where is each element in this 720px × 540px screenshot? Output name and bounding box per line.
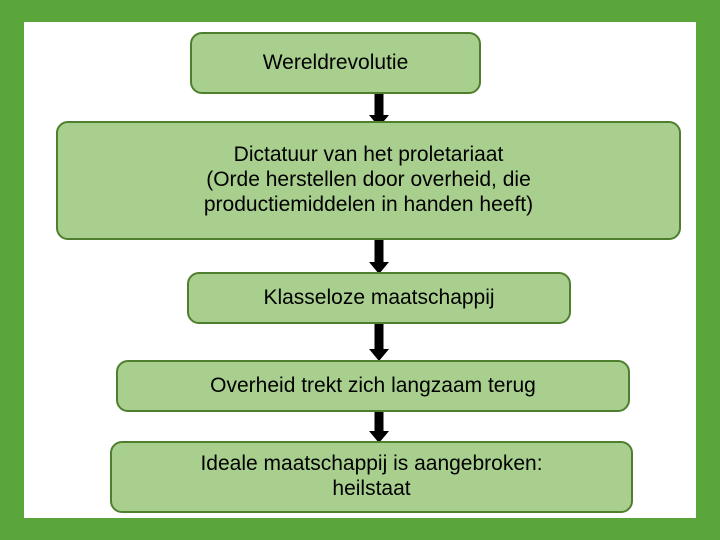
border-right	[696, 0, 720, 540]
flow-node-2-line2: (Orde herstellen door overheid, die	[206, 168, 531, 192]
flow-arrow-4	[369, 412, 389, 444]
flow-node-klasseloze-maatschappij[interactable]: Klasseloze maatschappij	[187, 272, 571, 324]
border-left	[0, 0, 24, 540]
border-top	[0, 0, 720, 22]
flow-node-dictatuur[interactable]: Dictatuur van het proletariaat (Orde her…	[56, 121, 681, 240]
border-bottom	[0, 518, 720, 540]
flow-node-2-line1: Dictatuur van het proletariaat	[233, 143, 504, 167]
flow-node-3-label: Klasseloze maatschappij	[263, 285, 495, 309]
flow-node-ideale-maatschappij[interactable]: Ideale maatschappij is aangebroken: heil…	[110, 441, 633, 513]
flow-node-5-line1: Ideale maatschappij is aangebroken:	[200, 452, 543, 476]
flow-node-overheid-trekt-terug[interactable]: Overheid trekt zich langzaam terug	[116, 360, 630, 412]
flow-arrow-3	[369, 324, 389, 362]
flowchart: Wereldrevolutie Dictatuur van het prolet…	[24, 22, 696, 518]
flow-node-4-label: Overheid trekt zich langzaam terug	[210, 373, 536, 397]
flow-node-wereldrevolutie[interactable]: Wereldrevolutie	[190, 32, 481, 94]
flow-node-1-label: Wereldrevolutie	[262, 50, 409, 74]
flow-node-5-line2: heilstaat	[332, 477, 411, 500]
flow-node-2-line3: productiemiddelen in handen heeft)	[203, 192, 534, 216]
flow-arrow-2	[369, 240, 389, 274]
